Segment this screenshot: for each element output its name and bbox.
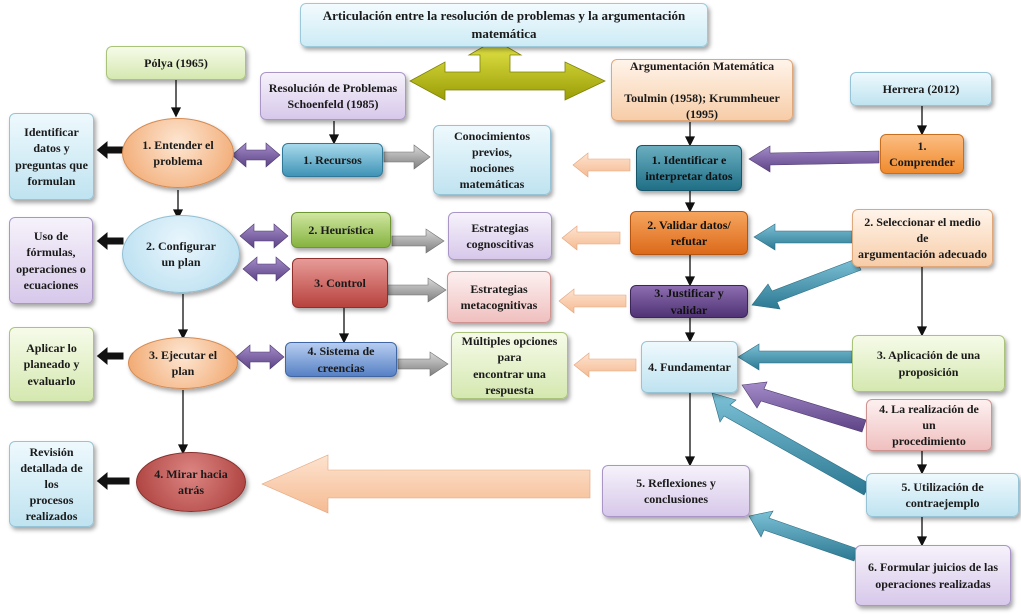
polya-step-configurar: 2. Configurar un plan [122, 215, 240, 293]
herrera-contraejemplo: 5. Utilización de contraejemplo [866, 473, 1019, 517]
herrera-aplicacion: 3. Aplicación de una proposición [852, 335, 1005, 392]
outcome-identificar: Identificar datos y preguntas que formul… [9, 113, 94, 200]
gray-arrows [383, 144, 449, 377]
herrera-arrows [711, 145, 880, 562]
herrera-seleccionar: 2. Seleccionar el medio de argumentación… [852, 209, 993, 267]
herrera-comprender: 1. Comprender [880, 134, 964, 174]
schoenfeld-heuristica: 2. Heurística [291, 212, 391, 248]
purple-double-arrows [231, 142, 291, 370]
diagram-title: Articulación entre la resolución de prob… [300, 3, 708, 47]
vertical-connectors [170, 80, 928, 547]
schoenfeld-control: 3. Control [292, 258, 388, 308]
header-polya: Pólya (1965) [106, 46, 246, 80]
schoenfeld-creencias: 4. Sistema de creencias [285, 342, 397, 377]
herrera-procedimiento: 4. La realización de un procedimiento [866, 399, 992, 451]
argument-fundamentar: 4. Fundamentar [641, 341, 738, 393]
polya-step-entender: 1. Entender el problema [122, 118, 234, 188]
argument-identificar: 1. Identificar e interpretar datos [636, 145, 742, 191]
argument-reflexiones: 5. Reflexiones y conclusiones [602, 465, 750, 517]
header-argumentacion: Argumentación Matemática Toulmin (1958);… [611, 59, 793, 121]
outcome-uso-formulas: Uso de fórmulas, operaciones o ecuacione… [9, 217, 93, 304]
concept-conocimientos: Conocimientos previos, nociones matemáti… [433, 125, 551, 195]
black-arrows [95, 138, 131, 493]
herrera-formular-juicios: 6. Formular juicios de las operaciones r… [855, 545, 1011, 606]
schoenfeld-recursos: 1. Recursos [282, 143, 383, 177]
peach-arrows [261, 152, 637, 514]
concept-cognoscitivas: Estrategias cognoscitivas [448, 212, 552, 260]
polya-step-mirar: 4. Mirar hacia atrás [136, 452, 246, 512]
concept-metacognitivas: Estrategias metacognitivas [447, 271, 551, 323]
concept-multiples-opciones: Múltiples opciones para encontrar una re… [451, 332, 568, 399]
olive-connector-arrow [409, 39, 606, 101]
header-herrera: Herrera (2012) [850, 72, 992, 106]
outcome-aplicar: Aplicar lo planeado y evaluarlo [9, 327, 94, 402]
argument-validar: 2. Validar datos/ refutar [630, 211, 748, 255]
outcome-revision: Revisión detallada de los procesos reali… [9, 441, 94, 527]
header-schoenfeld: Resolución de Problemas Schoenfeld (1985… [260, 72, 406, 120]
argument-justificar: 3. Justificar y validar [630, 285, 748, 318]
polya-step-ejecutar: 3. Ejecutar el plan [128, 337, 238, 389]
